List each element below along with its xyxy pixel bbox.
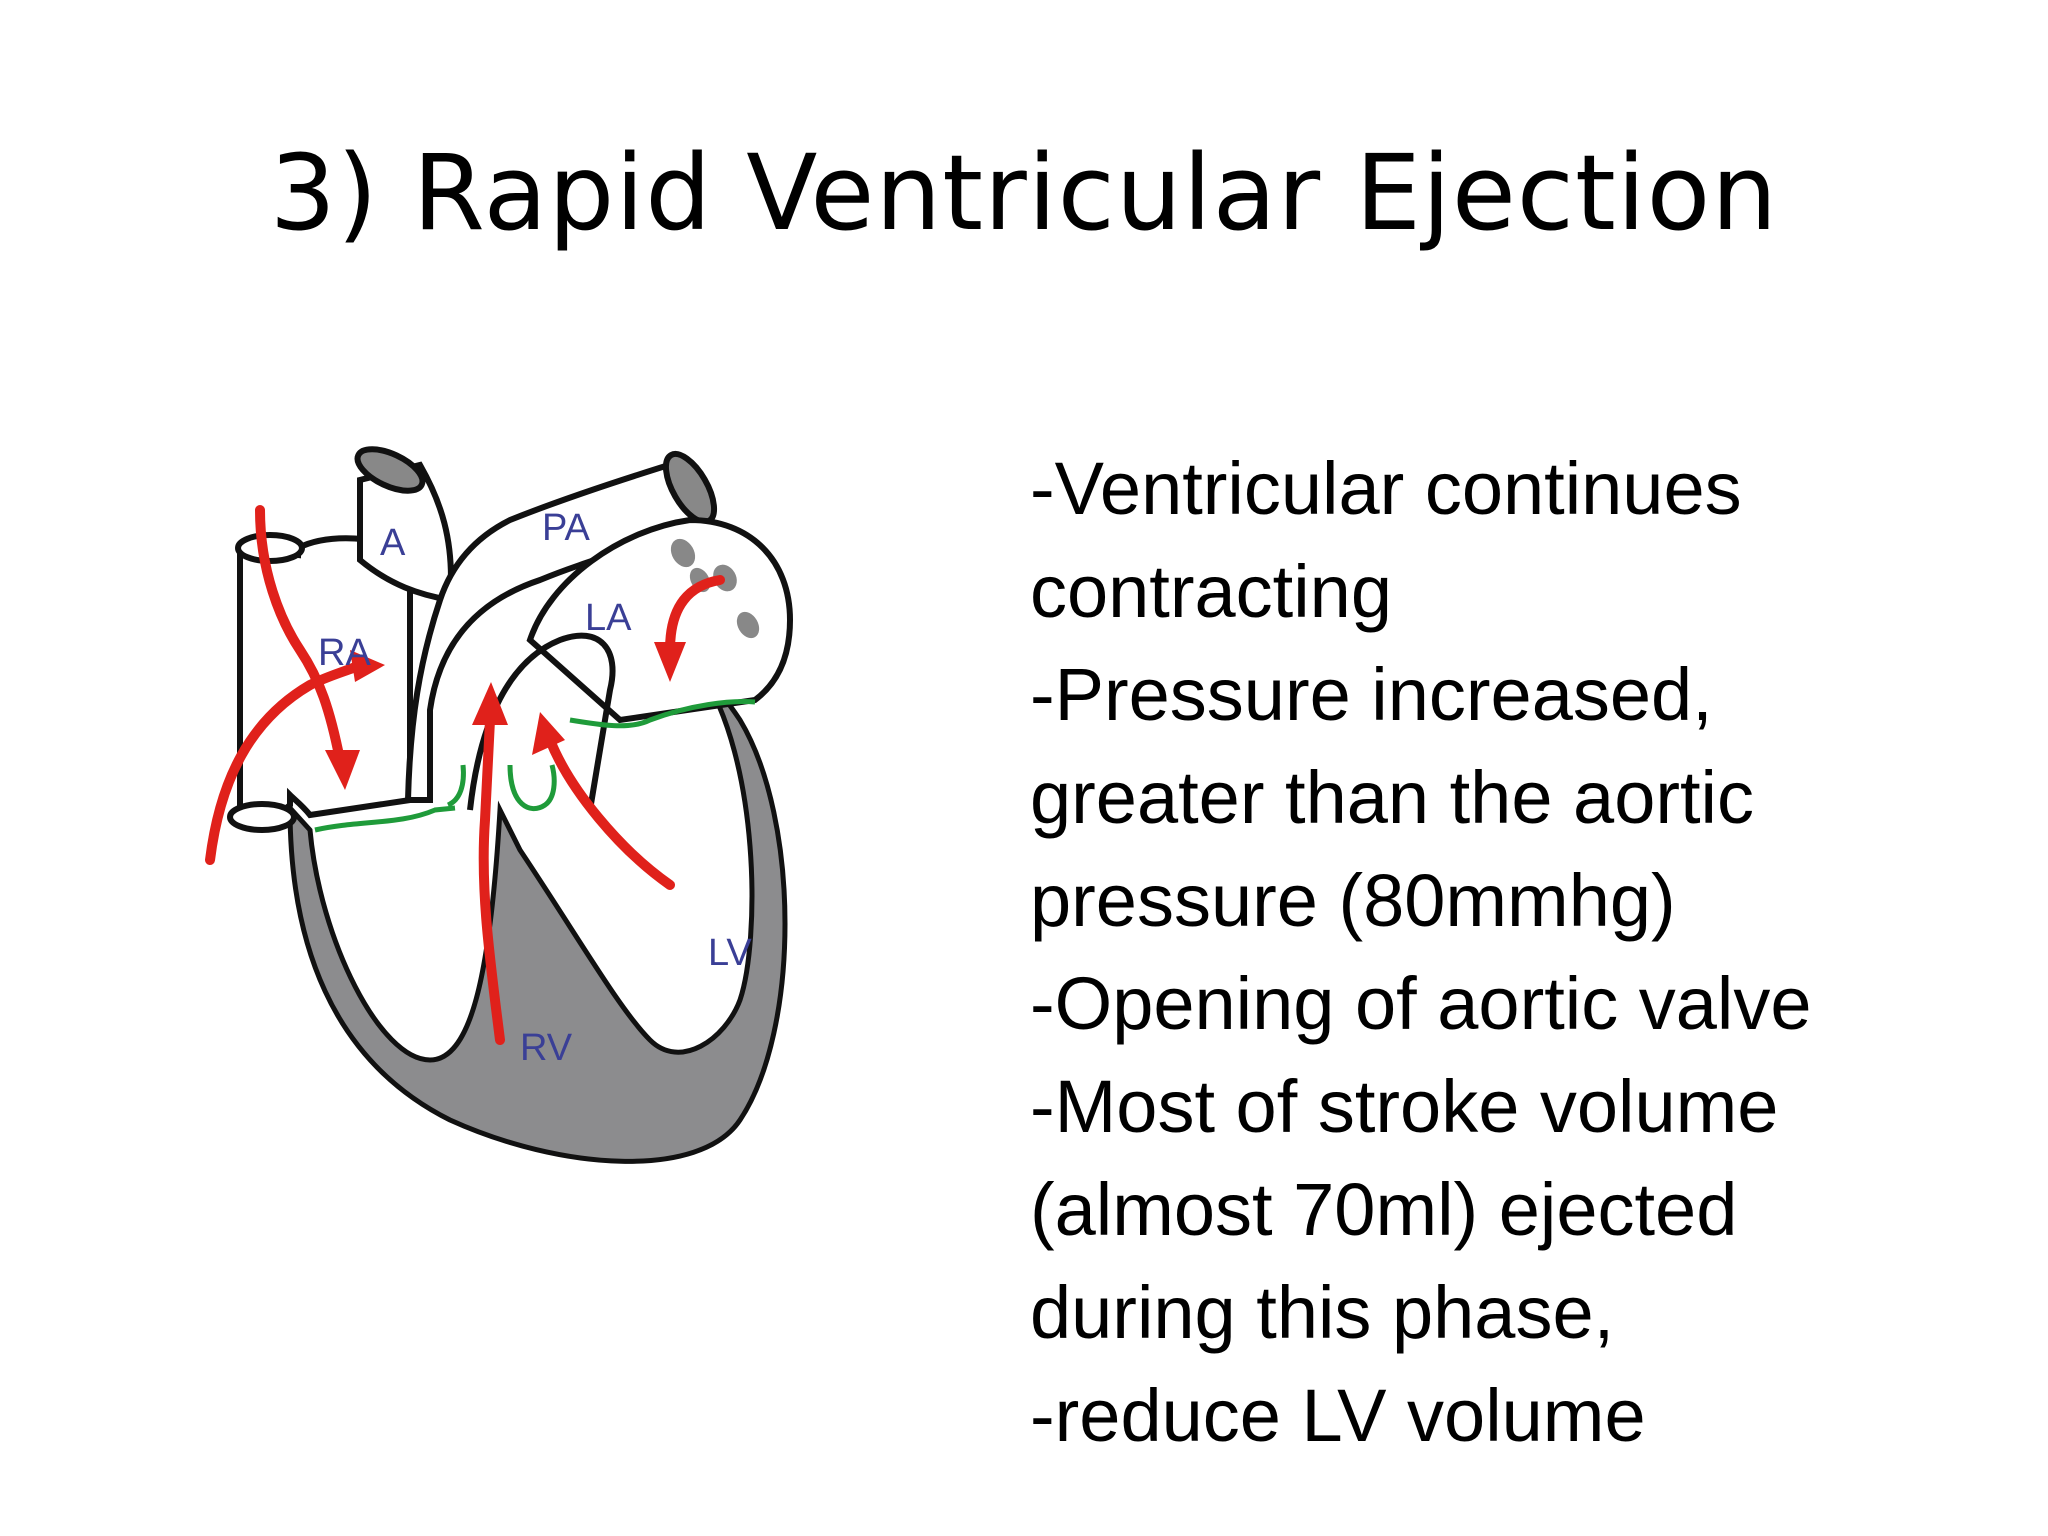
bullet-list: -Ventricular continues contracting -Pres… — [1030, 437, 2030, 1467]
pulmonary-vein-opening-1 — [670, 538, 696, 568]
label-left-atrium: LA — [585, 597, 632, 639]
heart-diagram-svg: A PA RA LA LV RV — [205, 446, 794, 1164]
label-right-atrium: RA — [318, 632, 371, 674]
flow-arrow-left-atrium — [665, 575, 725, 655]
bullet-line: (almost 70ml) ejected — [1030, 1168, 1738, 1251]
aortic-valve — [507, 764, 557, 812]
arrowhead-left-ventricle-to-aorta — [532, 712, 565, 755]
flow-arrow-vena-cava-superior — [255, 505, 345, 765]
arrowhead-vena-cava-inferior — [350, 650, 385, 682]
bullet-line: -reduce LV volume — [1030, 1374, 1646, 1457]
pulmonary-vein-opening-3 — [736, 611, 760, 639]
bullet-line: -Pressure increased, — [1030, 653, 1713, 736]
label-right-ventricle: RV — [520, 1027, 573, 1069]
flow-arrow-left-ventricle-to-aorta — [545, 735, 675, 890]
pulmonic-valve — [446, 764, 466, 808]
label-left-ventricle: LV — [708, 932, 752, 974]
bullet-line: -Ventricular continues — [1030, 447, 1742, 530]
bullet-line: greater than the aortic — [1030, 756, 1754, 839]
arrowhead-left-atrium — [654, 642, 686, 682]
heart-diagram: A PA RA LA LV RV — [180, 420, 900, 1200]
arrowhead-right-ventricle-to-pa — [472, 682, 508, 725]
myocardium-wall — [287, 668, 788, 1164]
label-pulmonary-artery: PA — [542, 507, 591, 549]
septum-outline — [467, 632, 616, 811]
vena-cava-top-opening — [235, 532, 305, 564]
bullet-line: pressure (80mmhg) — [1030, 859, 1676, 942]
mitral-valve — [569, 699, 756, 729]
bullet-line: -Most of stroke volume — [1030, 1065, 1779, 1148]
aorta-opening — [354, 446, 426, 494]
slide-title: 3) Rapid Ventricular Ejection — [269, 132, 1779, 254]
tricuspid-valve — [314, 805, 456, 833]
flow-arrow-vena-cava-inferior — [205, 660, 365, 865]
vena-cava-bottom-opening — [227, 801, 297, 833]
arrowhead-vena-cava-superior — [325, 750, 360, 790]
label-aorta: A — [380, 522, 406, 564]
bullet-line: during this phase, — [1030, 1271, 1615, 1354]
bullet-line: contracting — [1030, 550, 1392, 633]
bullet-line: -Opening of aortic valve — [1030, 962, 1812, 1045]
flow-arrow-right-ventricle-to-pa — [478, 715, 505, 1045]
